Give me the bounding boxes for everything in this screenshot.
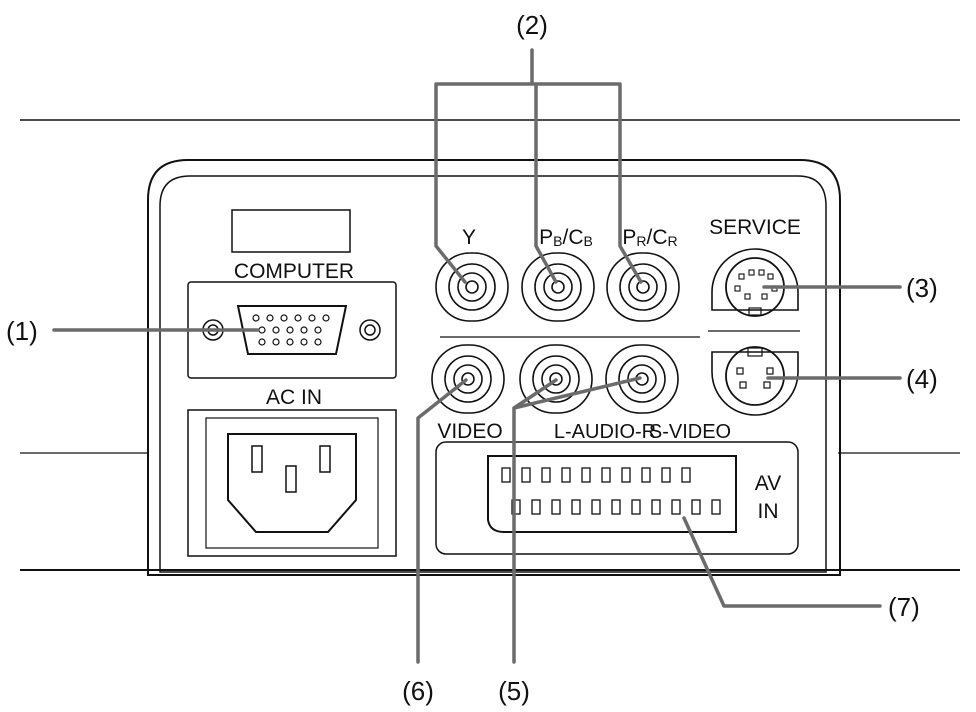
pb-cb-label: PB/CB [539,226,593,249]
leader-6 [416,378,468,664]
ac-in-label: AC IN [266,386,322,409]
y-label: Y [462,226,476,249]
jack-audio-l[interactable] [519,344,593,414]
ac-in-recess [205,417,379,549]
av-label: AV [755,472,781,495]
panel-outline [147,159,841,576]
pr-cr-label: PR/CR [622,226,677,249]
scart-frame [435,441,799,555]
callout-1: (1) [6,316,38,346]
service-label: SERVICE [709,216,801,239]
vga-right-screw [359,319,381,341]
computer-label-window [231,209,351,253]
din-service-port[interactable] [711,248,799,317]
scart-pins [501,467,721,515]
ac-in-socket[interactable] [227,433,357,533]
callout-3: (3) [906,273,938,303]
din-s-video-port[interactable] [711,346,799,416]
panel-inner [159,175,827,573]
leader-7 [682,516,882,608]
callout-4: (4) [906,364,938,394]
in-label: IN [758,500,779,523]
jack-audio-r[interactable] [605,344,679,414]
jack-pr-cr[interactable] [606,252,680,322]
jack-video[interactable] [431,344,505,414]
vga-pins [252,314,330,346]
s-video-label: S-VIDEO [649,421,731,443]
scart-port[interactable] [487,455,737,533]
jack-pb-cb[interactable] [521,252,595,322]
ac-pin-ground [285,465,297,493]
callout-2: (2) [516,10,548,40]
leader-5 [512,376,642,664]
computer-label: COMPUTER [234,260,354,283]
vga-port[interactable] [236,305,348,355]
leader-2 [434,48,643,284]
callout-6: (6) [402,676,434,706]
ac-in-frame [187,409,397,557]
callout-5: (5) [498,676,530,706]
video-label: VIDEO [437,420,502,443]
jack-y[interactable] [435,252,509,322]
audio-label: L-AUDIO-R [554,421,656,443]
ac-pin-left [251,445,263,473]
ac-pin-right [319,445,331,473]
callout-7: (7) [888,592,920,622]
